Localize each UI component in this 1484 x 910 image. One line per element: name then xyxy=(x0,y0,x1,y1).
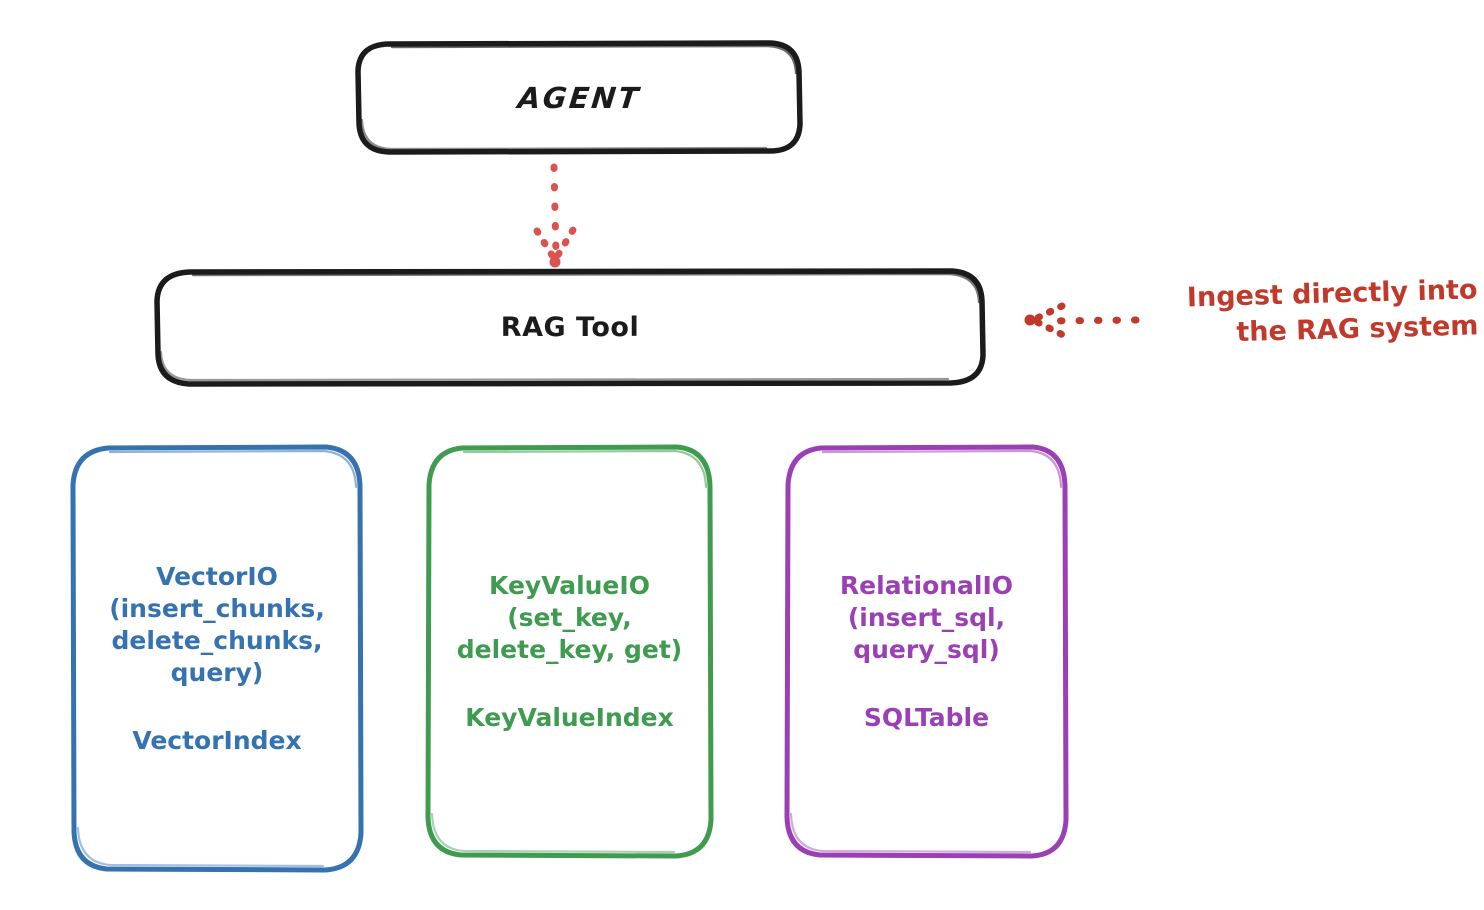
vector-io-title: VectorIO (insert_chunks, delete_chunks, … xyxy=(109,562,325,687)
key-value-io-title: KeyValueIO (set_key, delete_key, get) xyxy=(456,571,683,664)
rag-tool-label: RAG Tool xyxy=(500,312,640,343)
key-value-io-index: KeyValueIndex xyxy=(465,703,674,732)
rag-tool-node[interactable]: RAG Tool xyxy=(157,271,983,384)
agent-label: AGENT xyxy=(515,80,643,115)
vector-io-index: VectorIndex xyxy=(132,726,302,755)
ingest-annotation-label: Ingest directly into the RAG system xyxy=(1186,274,1479,348)
vector-io-box[interactable] xyxy=(70,444,364,873)
vector-io-node[interactable]: VectorIO (insert_chunks, delete_chunks, … xyxy=(73,447,361,871)
relational-io-index: SQLTable xyxy=(863,703,990,732)
agent-to-rag-connector xyxy=(533,163,577,268)
relational-io-box[interactable] xyxy=(784,444,1069,859)
key-value-io-box[interactable] xyxy=(425,444,714,859)
agent-node[interactable]: AGENT xyxy=(358,42,800,153)
relational-io-title: RelationalIO (insert_sql, query_sql) xyxy=(839,571,1014,664)
ingest-to-rag-connector xyxy=(1024,302,1140,339)
relational-io-node[interactable]: RelationalIO (insert_sql, query_sql) SQL… xyxy=(787,447,1066,857)
agent-box[interactable] xyxy=(355,40,803,155)
rag-tool-box[interactable] xyxy=(154,268,986,387)
key-value-io-node[interactable]: KeyValueIO (set_key, delete_key, get) Ke… xyxy=(428,447,711,857)
